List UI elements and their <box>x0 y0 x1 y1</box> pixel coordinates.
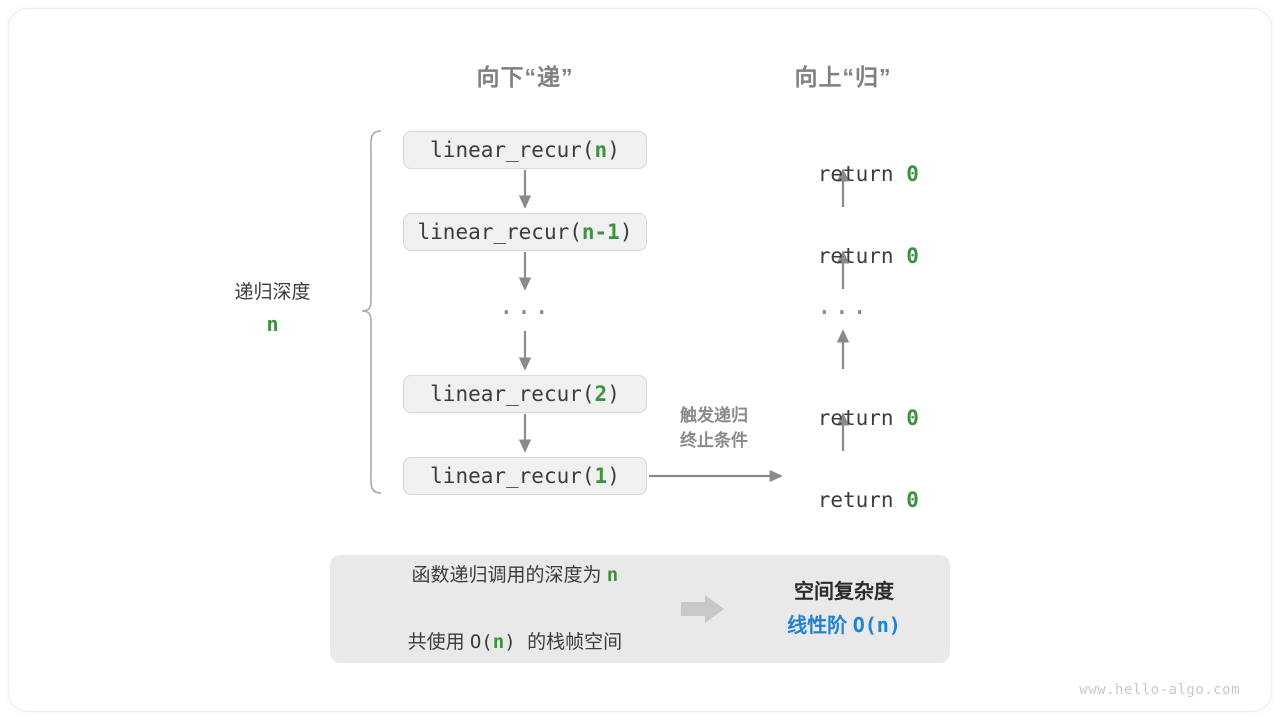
return-value: 0 <box>906 244 919 268</box>
return-statement: return 0 <box>743 464 943 536</box>
column-header-descend: 向下“递” <box>476 64 574 90</box>
watermark: www.hello-algo.com <box>1079 682 1240 698</box>
recursion-depth-value: n <box>266 312 279 337</box>
result-title: 空间复杂度 <box>794 580 894 603</box>
call-frame-suffix: ) <box>607 138 620 162</box>
call-frame-arg: 2 <box>594 382 608 406</box>
return-ellipsis: ··· <box>816 298 870 328</box>
recursion-depth-text: 递归深度 <box>234 282 311 303</box>
call-frame-arg: 1 <box>594 464 608 488</box>
recursion-depth-label: 递归深度 n <box>185 278 360 340</box>
call-frame-prefix: linear_recur( <box>430 138 595 162</box>
complexity-summary-premise: 函数递归调用的深度为 n 共使用 O(n) 的栈帧空间 <box>330 526 668 692</box>
call-frame-prefix: linear_recur( <box>430 464 595 488</box>
call-frame-prefix: linear_recur( <box>417 220 582 244</box>
summary-arrow-wrap <box>668 593 738 625</box>
premise-line2-tail: 的栈帧空间 <box>527 631 623 653</box>
call-frame-prefix: linear_recur( <box>430 382 595 406</box>
base-case-note-line1: 触发递归 <box>680 406 748 425</box>
return-value: 0 <box>906 406 919 430</box>
return-value: 0 <box>906 162 919 186</box>
return-keyword: return <box>817 244 907 268</box>
call-frame-suffix: ) <box>607 382 620 406</box>
return-statement: return 0 <box>743 382 943 454</box>
right-arrow-icon <box>681 595 724 623</box>
call-frame-suffix: ) <box>619 220 633 244</box>
return-statement: return 0 <box>743 220 943 292</box>
return-keyword: return <box>817 406 907 430</box>
complexity-summary-result: 空间复杂度 线性阶 O(n) <box>738 576 950 643</box>
premise-line2-bigo-close: ) <box>504 630 528 653</box>
result-value-text: 线性阶 <box>787 614 853 637</box>
return-value: 0 <box>906 488 919 512</box>
call-frame-box: linear_recur(n-1) <box>403 213 647 251</box>
call-frame-arg: n-1 <box>581 220 620 244</box>
call-stack-ellipsis: ··· <box>498 298 552 328</box>
call-frame-box: linear_recur(2) <box>403 375 647 413</box>
base-case-note: 触发递归 终止条件 <box>641 404 787 453</box>
result-value: 线性阶 O(n) <box>738 609 950 643</box>
premise-line2-bigo-open: O( <box>469 630 493 653</box>
call-frame-box: linear_recur(1) <box>403 457 647 495</box>
premise-line2-n: n <box>492 630 505 653</box>
call-frame-box: linear_recur(n) <box>403 131 647 169</box>
call-frame-arg: n <box>594 138 608 162</box>
return-keyword: return <box>817 488 907 512</box>
premise-line2-text: 共使用 <box>407 631 470 653</box>
premise-line1-n: n <box>606 564 619 587</box>
premise-line1-text: 函数递归调用的深度为 <box>411 565 607 587</box>
complexity-summary-panel: 函数递归调用的深度为 n 共使用 O(n) 的栈帧空间 空间复杂度 线性阶 O(… <box>330 555 950 663</box>
result-value-bigo: O(n) <box>852 612 901 637</box>
call-frame-suffix: ) <box>607 464 620 488</box>
column-header-ascend: 向上“归” <box>794 64 892 90</box>
return-statement: return 0 <box>743 138 943 210</box>
return-keyword: return <box>817 162 907 186</box>
base-case-note-line2: 终止条件 <box>680 430 748 450</box>
